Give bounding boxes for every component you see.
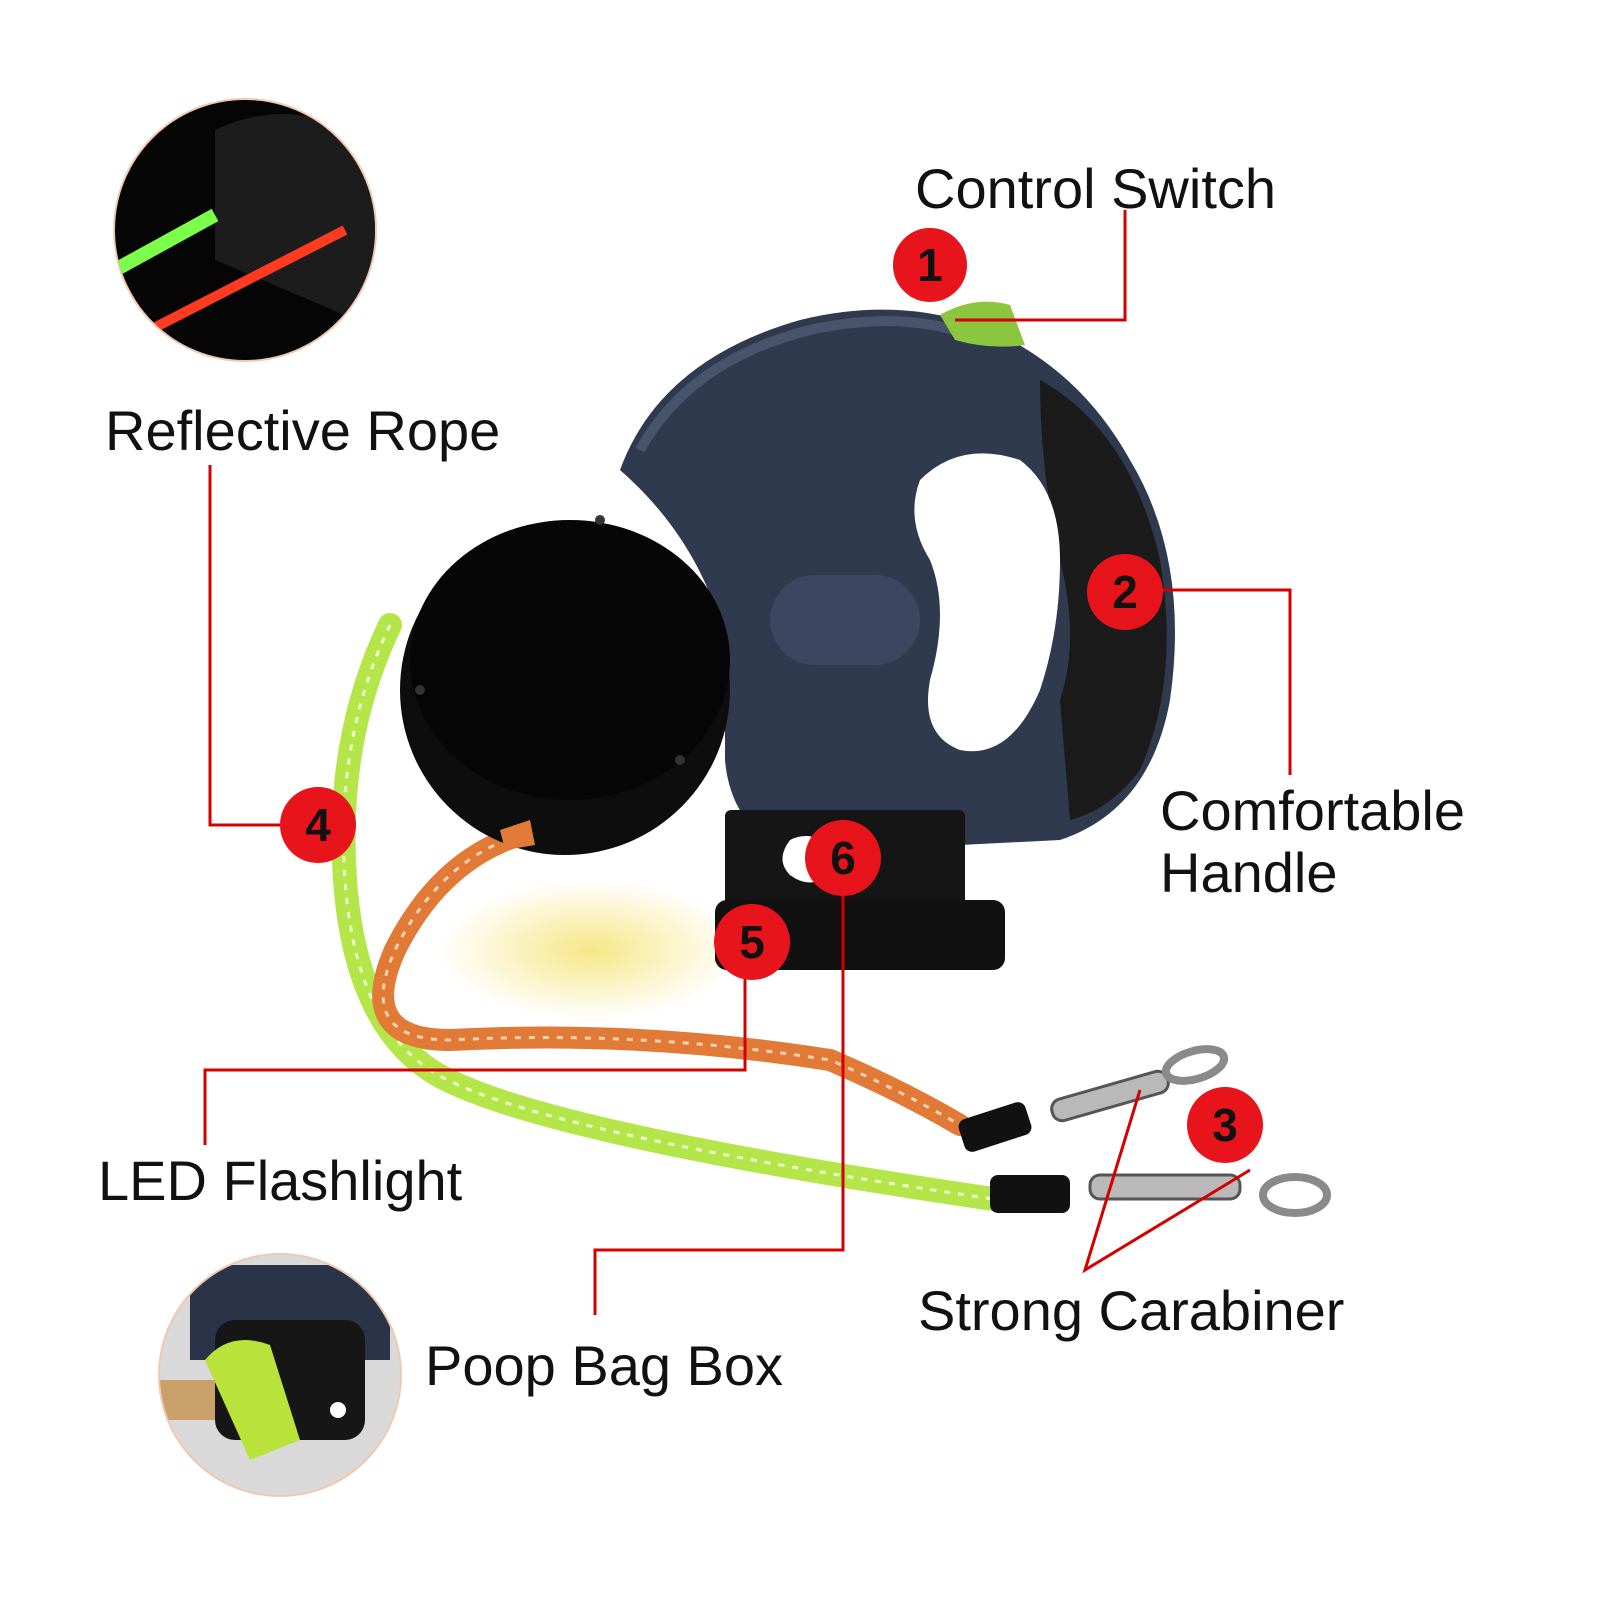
leader-4 [208,465,280,827]
label-reflective-rope: Reflective Rope [105,399,501,462]
upper-carabiner [1050,1045,1229,1123]
badge-4: 4 [280,787,356,863]
badge-6-number: 6 [830,832,856,884]
badge-3-number: 3 [1212,1099,1238,1151]
upper-rope-connector [958,1102,1032,1152]
badge-1: 1 [891,226,969,304]
leader-3 [1082,1089,1251,1274]
label-led-flashlight: LED Flashlight [98,1149,463,1212]
badge-6: 6 [805,820,881,896]
leader-lines [203,210,1292,1315]
label-poop-bag-box: Poop Bag Box [425,1334,784,1397]
label-strong-carabiner: Strong Carabiner [918,1279,1345,1342]
red-reflective-strip [147,225,348,335]
inset-reflective-rope [113,98,377,362]
badge-4-number: 4 [305,799,331,851]
leader-2 [1160,588,1292,775]
label-comfortable-handle: Comfortable Handle [1160,779,1466,904]
thumb-recess [770,575,920,665]
control-switch-button [940,301,1025,347]
label-control-switch: Control Switch [915,157,1277,220]
badge-2-number: 2 [1112,566,1138,618]
green-bag [205,1340,300,1460]
handle-opening [914,453,1060,752]
green-reflective-strip [115,208,219,277]
badge-2: 2 [1087,554,1163,630]
badge-3: 3 [1187,1087,1263,1163]
orange-rope-reflective-stitch [381,833,961,1127]
lower-rope-connector [990,1175,1070,1213]
leader-6 [593,890,845,1315]
lower-carabiner [1088,1173,1331,1217]
leader-5 [203,965,747,1145]
badge-5-number: 5 [739,916,765,968]
led-glow [440,880,740,1020]
green-rope-reflective-stitch [341,624,1001,1202]
badge-1-number: 1 [917,239,943,291]
badge-5: 5 [714,904,790,980]
inset-poop-bag [158,1253,402,1497]
leader-1 [955,210,1127,322]
